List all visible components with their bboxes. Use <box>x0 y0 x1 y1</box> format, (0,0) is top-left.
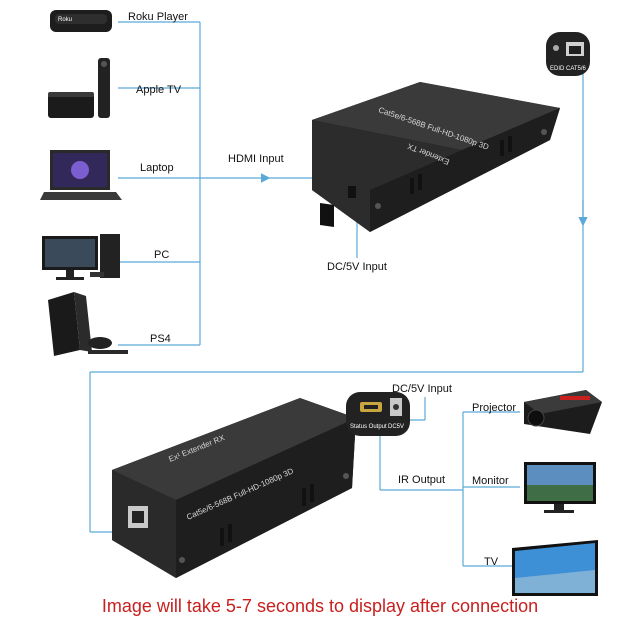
svg-text:Roku: Roku <box>58 17 72 23</box>
dc-input-tx-label: DC/5V Input <box>327 261 387 273</box>
tx-port-edid: EDID <box>550 66 565 72</box>
source-label-apple-tv: Apple TV <box>136 84 182 96</box>
projector-icon <box>524 390 602 434</box>
rx-port-inset: Status Output DC5V <box>346 392 410 436</box>
display-label-tv: TV <box>484 556 499 568</box>
footer-note: Image will take 5-7 seconds to display a… <box>101 596 539 616</box>
rx-port-status: Status Output <box>350 424 387 430</box>
apple-tv-icon <box>48 58 110 118</box>
dc-input-rx-label: DC/5V Input <box>392 383 452 395</box>
source-bus-lines <box>89 21 588 567</box>
ir-output-label: IR Output <box>398 474 446 486</box>
pc-icon <box>42 234 120 280</box>
transmitter-device: Cat5e/6-568B Full-HD-1080p 3D Extender T… <box>312 82 560 232</box>
laptop-icon <box>40 150 122 200</box>
source-label-ps4: PS4 <box>150 333 171 345</box>
roku-player-icon: Roku <box>50 10 112 32</box>
tv-icon <box>512 540 598 596</box>
receiver-device: Ex¹ Extender RX Cat5e/6-568B Full-HD-108… <box>112 398 356 578</box>
source-label-pc: PC <box>154 249 170 261</box>
display-label-monitor: Monitor <box>472 475 509 487</box>
source-label-roku: Roku Player <box>128 11 188 23</box>
tx-port-inset: EDID CAT5/6 <box>546 32 590 76</box>
source-label-laptop: Laptop <box>140 162 174 174</box>
tx-port-cat: CAT5/6 <box>566 66 587 72</box>
monitor-icon <box>524 462 596 513</box>
rx-port-dc: DC5V <box>388 424 404 430</box>
hdmi-input-label: HDMI Input <box>228 153 284 165</box>
ps4-icon <box>48 292 128 356</box>
display-label-projector: Projector <box>472 402 517 414</box>
